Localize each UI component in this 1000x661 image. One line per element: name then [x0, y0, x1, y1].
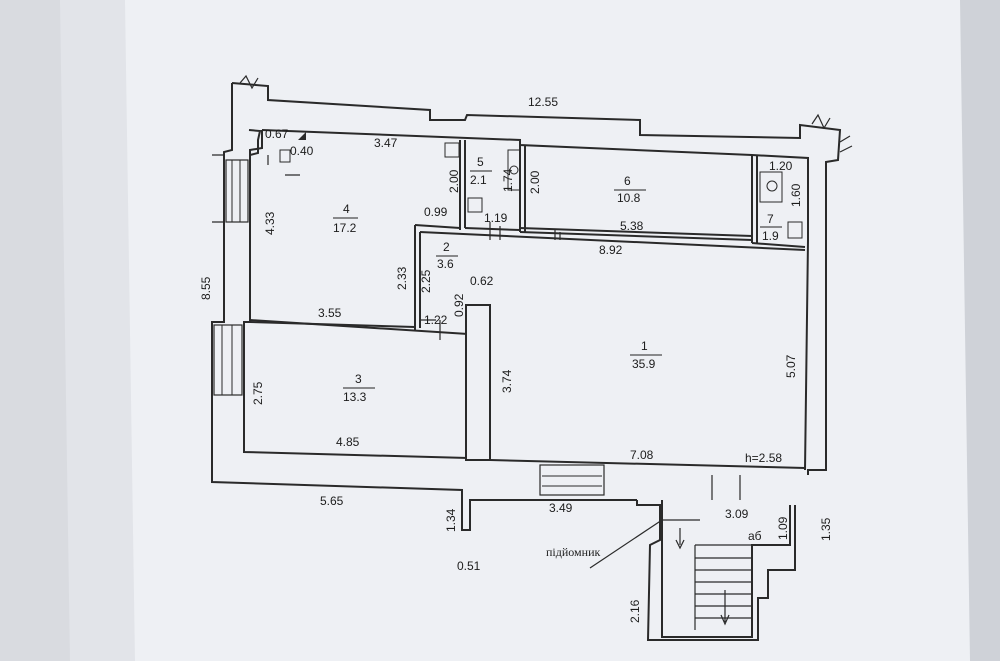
- dim-r6-bottom: 5.38: [620, 219, 644, 233]
- room-4-number: 4: [343, 202, 350, 216]
- dim-corner-040: 0.40: [290, 144, 314, 158]
- room-1-number: 1: [641, 339, 648, 353]
- room-7-number: 7: [767, 212, 774, 226]
- dim-135: 1.35: [819, 517, 833, 541]
- dim-349: 3.49: [549, 501, 573, 515]
- dim-r4-top: 3.47: [374, 136, 398, 150]
- room-5-area: 2.1: [470, 173, 487, 187]
- dim-overall-top: 12.55: [528, 95, 558, 109]
- room-2-area: 3.6: [437, 257, 454, 271]
- room-2-number: 2: [443, 240, 450, 254]
- dim-overall-left: 8.55: [199, 276, 213, 300]
- dim-099: 0.99: [424, 205, 448, 219]
- dim-109: 1.09: [776, 516, 790, 540]
- dim-r4-left: 4.33: [263, 211, 277, 235]
- paper-fold-shadow: [60, 0, 135, 661]
- room-labels: 4 17.2 5 2.1 6 10.8 7 1.9 2 3.6 1 35.9 3…: [333, 155, 782, 404]
- dim-r7-160: 1.60: [789, 183, 803, 207]
- dim-051: 0.51: [457, 559, 481, 573]
- dim-r7-120: 1.20: [769, 159, 793, 173]
- dim-r4-bottom: 3.55: [318, 306, 342, 320]
- dim-200-left: 2.00: [447, 169, 461, 193]
- dim-134: 1.34: [444, 508, 458, 532]
- dim-r1-bottom: 7.08: [630, 448, 654, 462]
- dim-r2-233: 2.33: [395, 266, 409, 290]
- dim-r5-174: 1.74: [501, 168, 515, 192]
- dim-r5-119: 1.19: [484, 211, 508, 225]
- dim-216: 2.16: [628, 599, 642, 623]
- dim-r6-200: 2.00: [528, 170, 542, 194]
- dim-122: 1.22: [424, 313, 448, 327]
- room-6-number: 6: [624, 174, 631, 188]
- paper-edge-right: [960, 0, 1000, 661]
- dim-r2-225: 2.25: [419, 269, 433, 293]
- dim-r3-left: 2.75: [251, 381, 265, 405]
- dim-bottom-left: 5.65: [320, 494, 344, 508]
- dim-309: 3.09: [725, 507, 749, 521]
- dimension-labels: 12.55 8.55 5.65 3.47 0.67 0.40 4.33 3.55…: [199, 95, 833, 623]
- interior-partitions: [249, 132, 806, 496]
- room-7-area: 1.9: [762, 229, 779, 243]
- dim-r1-374: 3.74: [500, 369, 514, 393]
- room-5-number: 5: [477, 155, 484, 169]
- dim-r3-bottom: 4.85: [336, 435, 360, 449]
- stair-ab-label: аб: [748, 529, 762, 543]
- room-3-area: 13.3: [343, 390, 367, 404]
- dim-r1-right: 5.07: [784, 354, 798, 378]
- paper-sheet: [110, 0, 1000, 661]
- dim-r1-top: 8.92: [599, 243, 623, 257]
- dim-092: 0.92: [452, 293, 466, 317]
- room-4-area: 17.2: [333, 221, 357, 235]
- room-1-area: 35.9: [632, 357, 656, 371]
- lift-label: підйомник: [546, 545, 600, 559]
- staircase-block: [589, 475, 796, 641]
- dim-height: h=2.58: [745, 451, 782, 465]
- dim-062: 0.62: [470, 274, 494, 288]
- dim-corner-067: 0.67: [265, 127, 289, 141]
- room-3-number: 3: [355, 372, 362, 386]
- room-6-area: 10.8: [617, 191, 641, 205]
